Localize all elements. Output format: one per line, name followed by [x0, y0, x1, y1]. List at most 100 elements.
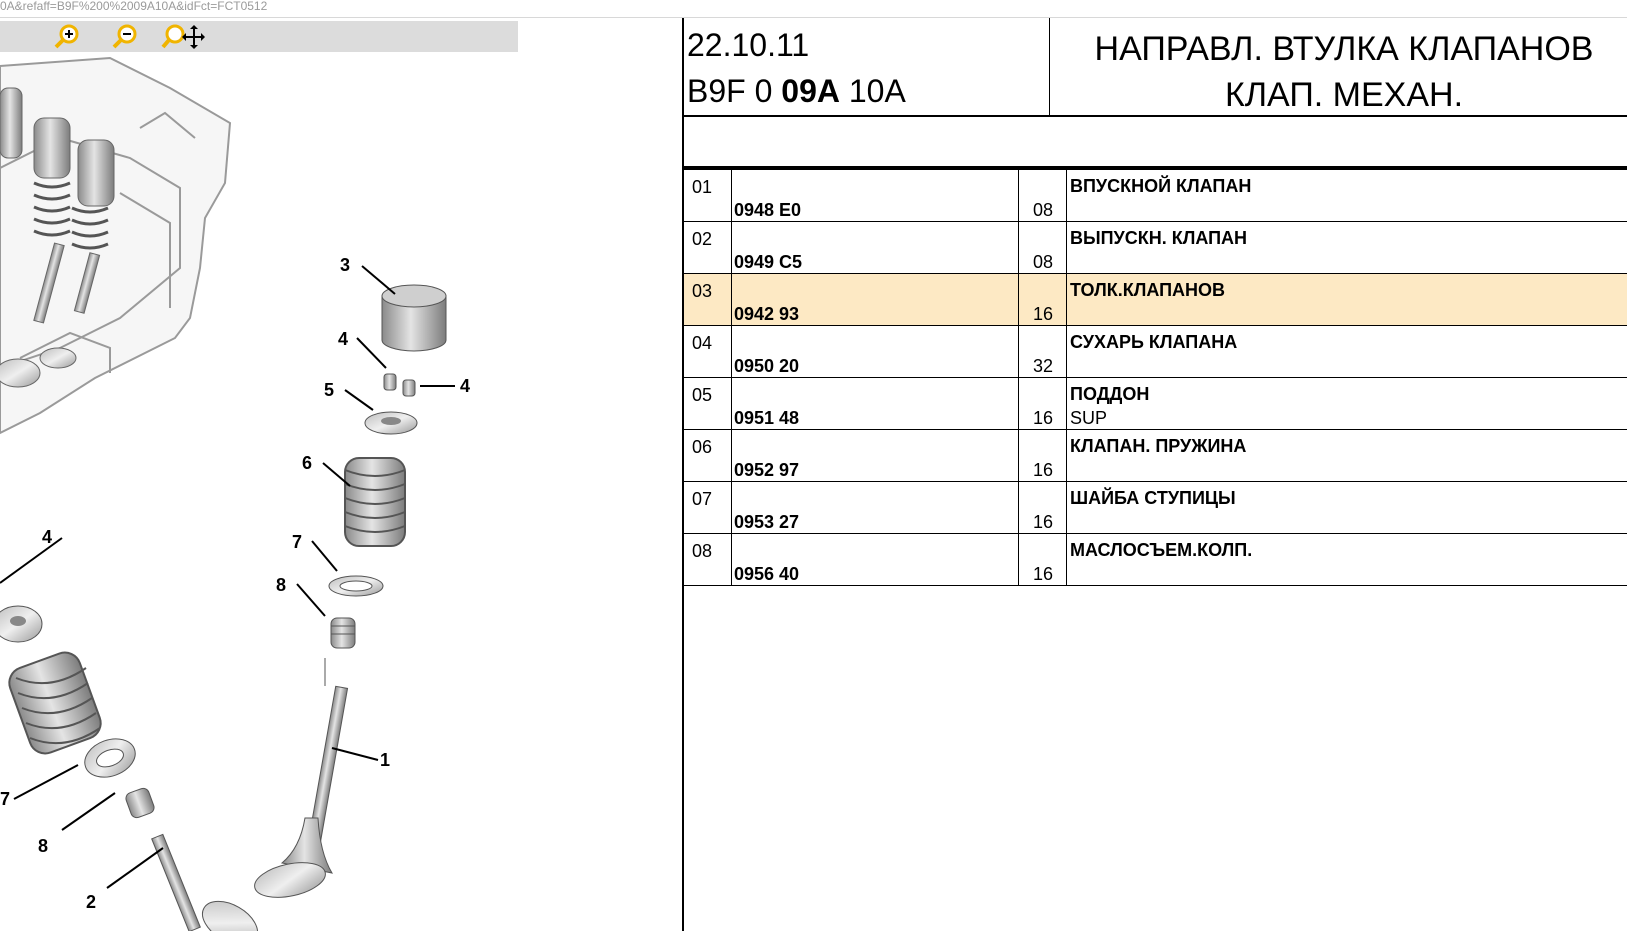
left-spring-assembly	[0, 605, 155, 819]
part-reference: 0942 93	[734, 304, 800, 324]
zoom-in-icon	[54, 24, 79, 49]
valve-spring-6	[344, 457, 406, 547]
cell-qty: 16	[1019, 430, 1067, 481]
cell-ref: 0950 20	[732, 326, 1019, 377]
cell-num: 03	[684, 274, 732, 325]
cell-qty: 16	[1019, 274, 1067, 325]
engine-code: B9F 0 09A 10A	[687, 74, 906, 108]
part-description: ВЫПУСКН. КЛАПАН	[1070, 228, 1248, 248]
part-number: 04	[692, 333, 713, 353]
panel-divider	[682, 18, 684, 931]
part-reference: 0949 C5	[734, 252, 803, 272]
callout-label: 4	[460, 376, 470, 396]
cell-num: 01	[684, 170, 732, 221]
engine-code-suffix: 10A	[839, 73, 906, 109]
part-subtext: SUP	[1070, 408, 1108, 428]
part-quantity: 16	[1033, 408, 1054, 428]
callout-label: 1	[380, 750, 390, 770]
valve-keepers-4	[383, 373, 416, 397]
table-row[interactable]: 06 0952 97 16 КЛАПАН. ПРУЖИНА	[684, 430, 1627, 482]
part-quantity: 16	[1033, 512, 1054, 532]
part-quantity: 16	[1033, 460, 1054, 480]
part-description: МАСЛОСЪЕМ.КОЛП.	[1070, 540, 1253, 560]
cell-num: 08	[684, 534, 732, 585]
cell-desc: ПОДДОН SUP	[1067, 378, 1627, 429]
valve-stem-seal-8	[330, 617, 356, 649]
spring-retainer-5	[364, 411, 418, 435]
part-quantity: 16	[1033, 564, 1054, 584]
cell-desc: ТОЛК.КЛАПАНОВ	[1067, 274, 1627, 325]
page-title: НАПРАВЛ. ВТУЛКА КЛАПАНОВ КЛАП. МЕХАН.	[1050, 26, 1627, 118]
part-description: ПОДДОН	[1070, 384, 1150, 404]
zoom-in-button[interactable]	[52, 23, 82, 51]
part-quantity: 16	[1033, 304, 1054, 324]
cell-desc: ВПУСКНОЙ КЛАПАН	[1067, 170, 1627, 221]
callout-leaders	[0, 265, 455, 889]
part-quantity: 08	[1033, 200, 1054, 220]
exhaust-valve-2	[151, 833, 258, 931]
parts-panel: 22.10.11 B9F 0 09A 10A НАПРАВЛ. ВТУЛКА К…	[684, 18, 1627, 931]
callout-label: 4	[338, 329, 348, 349]
cell-desc: МАСЛОСЪЕМ.КОЛП.	[1067, 534, 1627, 585]
part-description: ТОЛК.КЛАПАНОВ	[1070, 280, 1226, 300]
cell-qty: 32	[1019, 326, 1067, 377]
part-description: СУХАРЬ КЛАПАНА	[1070, 332, 1238, 352]
part-number: 08	[692, 541, 713, 561]
zoom-out-button[interactable]	[110, 23, 140, 51]
callout-label: 6	[302, 453, 312, 473]
cell-ref: 0952 97	[732, 430, 1019, 481]
callout-label: 7	[0, 789, 10, 809]
cell-qty: 08	[1019, 170, 1067, 221]
callout-labels: 3 4 4 5 6 7 8 1 4 7 8 2	[0, 255, 470, 912]
part-reference: 0951 48	[734, 408, 800, 428]
cell-qty: 08	[1019, 222, 1067, 273]
cell-desc: КЛАПАН. ПРУЖИНА	[1067, 430, 1627, 481]
title-line-1: НАПРАВЛ. ВТУЛКА КЛАПАНОВ	[1094, 30, 1594, 68]
part-description: ШАЙБА СТУПИЦЫ	[1070, 488, 1236, 508]
cell-ref: 0951 48	[732, 378, 1019, 429]
callout-label: 2	[86, 892, 96, 912]
cell-num: 04	[684, 326, 732, 377]
cell-ref: 0956 40	[732, 534, 1019, 585]
header-info: 22.10.11 B9F 0 09A 10A	[684, 18, 1050, 115]
part-description: КЛАПАН. ПРУЖИНА	[1070, 436, 1247, 456]
title-line-2: КЛАП. МЕХАН.	[1224, 76, 1464, 114]
table-row[interactable]: 07 0953 27 16 ШАЙБА СТУПИЦЫ	[684, 482, 1627, 534]
engine-code-prefix: B9F 0	[687, 73, 782, 109]
table-row[interactable]: 05 0951 48 16 ПОДДОН SUP	[684, 378, 1627, 430]
cell-qty: 16	[1019, 482, 1067, 533]
cell-qty: 16	[1019, 378, 1067, 429]
header-divider	[684, 115, 1627, 117]
callout-label: 5	[324, 380, 334, 400]
zoom-pan-button[interactable]	[160, 23, 206, 51]
zoom-out-icon	[112, 24, 137, 49]
intake-valve-1	[254, 658, 349, 898]
callout-label: 4	[42, 527, 52, 547]
zoom-pan-icon	[161, 24, 205, 49]
diagram-viewer[interactable]: 3 4 4 5 6 7 8 1 4 7 8 2	[0, 18, 660, 931]
table-row[interactable]: 08 0956 40 16 МАСЛОСЪЕМ.КОЛП.	[684, 534, 1627, 586]
callout-label: 3	[340, 255, 350, 275]
table-top-divider	[684, 166, 1627, 170]
table-row[interactable]: 03 0942 93 16 ТОЛК.КЛАПАНОВ	[684, 274, 1627, 326]
address-bar[interactable]: 0A&refaff=B9F%200%2009A10A&idFct=FCT0512	[0, 0, 268, 13]
part-number: 02	[692, 229, 713, 249]
part-number: 06	[692, 437, 713, 457]
cell-ref: 0953 27	[732, 482, 1019, 533]
cell-ref: 0948 E0	[732, 170, 1019, 221]
cell-num: 06	[684, 430, 732, 481]
part-number: 03	[692, 281, 713, 301]
cell-qty: 16	[1019, 534, 1067, 585]
part-reference: 0950 20	[734, 356, 800, 376]
exploded-diagram[interactable]: 3 4 4 5 6 7 8 1 4 7 8 2	[0, 18, 660, 931]
cell-ref: 0949 C5	[732, 222, 1019, 273]
viewer-toolbar	[0, 21, 518, 52]
cell-num: 07	[684, 482, 732, 533]
cell-ref: 0942 93	[732, 274, 1019, 325]
part-number: 05	[692, 385, 713, 405]
part-number: 07	[692, 489, 713, 509]
